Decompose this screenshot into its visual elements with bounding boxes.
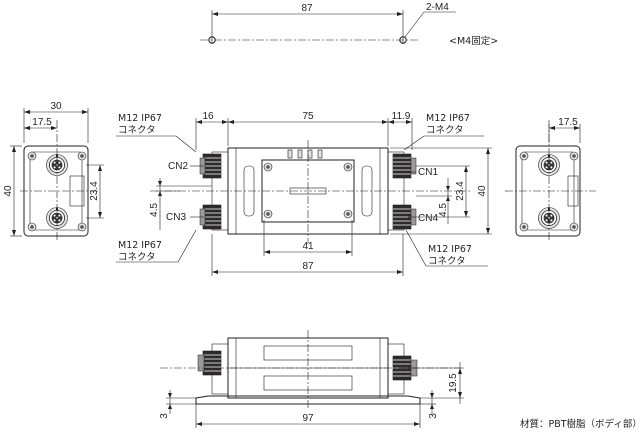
port-cn4: CN4 [418,213,438,224]
m4-fixing-note: <M4固定> [449,35,498,47]
cn2-nut [202,153,222,179]
holes-callout: 2-M4 [426,2,449,13]
left-pitch-dim: 23.4 [89,181,100,201]
material-note: 材質：PBT樹脂（ボディ部） [520,418,641,430]
front-overall-dim: 87 [302,261,314,272]
right-pitch-dim: 23.4 [455,181,466,201]
callout-bottom-right-line2: コネクタ [428,256,466,267]
callout-top-right-line1: M12 IP67 [426,113,470,124]
callout-bottom-left-line2: コネクタ [118,252,156,263]
callout-top-left-line2: コネクタ [118,125,156,136]
right-half-dim: 17.5 [558,117,578,128]
cn1-nut [392,153,412,179]
right-offset-dim: 4.5 [438,203,449,217]
callout-bottom-left-line1: M12 IP67 [118,240,162,251]
bottom-base-left-dim: 3 [159,413,170,419]
callout-bottom-right-line1: M12 IP67 [428,244,472,255]
left-connector-dim: 16 [202,111,214,122]
bottom-overall-dim: 97 [302,413,314,424]
front-screw-tl [263,162,273,172]
left-offset-dim: 4.5 [149,203,160,217]
top-width-dim: 87 [301,3,313,14]
bottom-base-right-dim: 3 [428,413,439,419]
left-view: 30 17.5 40 23.4 [3,101,104,240]
front-screw-tr [343,162,353,172]
port-cn3: CN3 [166,212,186,223]
bottom-left-nut [202,350,222,376]
front-view: CN2 CN3 CN1 CN4 16 75 11.9 M12 IP67 コネクタ… [116,111,492,276]
port-cn1: CN1 [418,167,438,178]
front-height-dim: 40 [477,185,488,197]
callout-top-right-line2: コネクタ [426,125,464,136]
port-cn2: CN2 [168,161,188,172]
body-length-dim: 75 [302,111,314,122]
front-screw-br [343,209,353,219]
left-half-dim: 17.5 [32,117,52,128]
hole-pitch-dim: 41 [302,241,314,252]
left-height-dim: 40 [3,185,14,197]
cn3-nut [202,204,222,230]
bottom-view: 19.5 3 3 97 [159,330,464,428]
left-width-dim: 30 [50,101,62,112]
front-screw-bl [263,209,273,219]
bottom-height-dim: 19.5 [448,373,459,393]
right-connector-dim: 11.9 [392,111,411,122]
right-view: 17.5 [505,117,596,240]
callout-top-left-line1: M12 IP67 [118,113,162,124]
top-view: 87 2-M4 <M4固定> [200,2,498,47]
